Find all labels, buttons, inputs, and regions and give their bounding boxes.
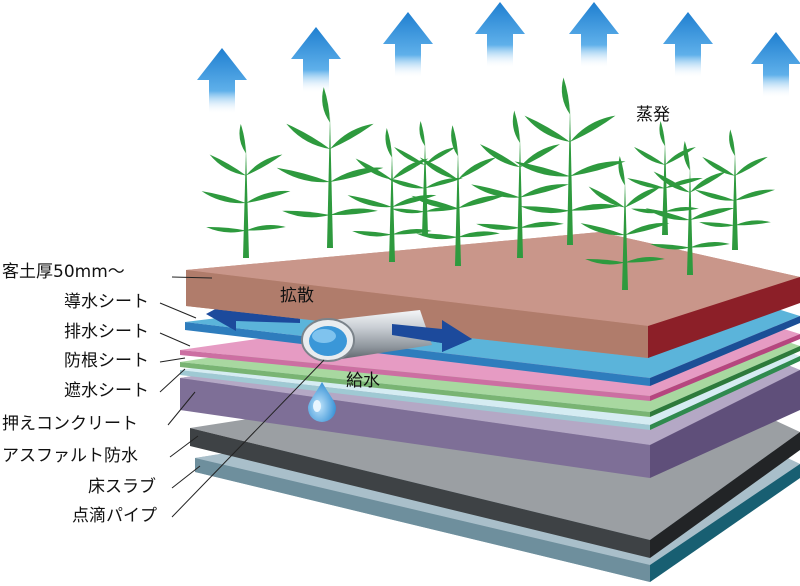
plant-leaf (570, 203, 620, 211)
layer-label-water-guide-sheet: 導水シート (64, 292, 149, 312)
plant-leaf (735, 189, 775, 201)
plant-leaf (625, 222, 670, 235)
plant-leaf (524, 115, 570, 142)
layer-label-drainage-sheet: 排水シート (64, 322, 149, 342)
plant-leaf (514, 161, 570, 177)
plant-leaf (699, 222, 735, 228)
plant-leaf (729, 129, 735, 156)
plant-leaf (355, 158, 392, 180)
plant-leaf (520, 206, 570, 214)
plant-leaf (618, 155, 625, 186)
plant-leaf (683, 140, 690, 171)
evaporation-arrow-icon (569, 2, 619, 68)
plant-leaf (392, 229, 432, 235)
plant-leaf (330, 208, 378, 216)
plant-leaf (419, 121, 425, 147)
layer-label-waterproof-sheet: 遮水シート (64, 381, 149, 401)
evaporation-arrow-icon (475, 2, 525, 68)
plant-leaf (352, 230, 392, 237)
plant-leaf (391, 208, 425, 214)
layer-label-asphalt-waterproofing: アスファルト防水 (2, 446, 138, 466)
drip-pipe (301, 310, 432, 362)
plant-leaf (588, 186, 625, 208)
water-supply-label: 給水 (346, 371, 380, 391)
plant-leaf (512, 110, 520, 144)
evaporation-arrow-icon (291, 27, 341, 93)
plant-leaf (209, 154, 246, 176)
plant-leaf (580, 223, 625, 236)
layer-label-drip-pipe: 点滴パイプ (72, 506, 157, 526)
plant-leaf (520, 221, 564, 228)
layer-label-protective-concrete: 押えコンクリート (2, 414, 138, 434)
plant-leaf (735, 156, 768, 176)
plant-leaf (330, 123, 374, 149)
plant-leaf (458, 195, 505, 209)
plant-leaf (695, 189, 735, 201)
plant-leaf (246, 190, 291, 203)
plant-leaf (585, 258, 625, 265)
plant-leaf (631, 208, 665, 214)
plant-leaf (471, 184, 520, 198)
plant-leaf (665, 177, 703, 189)
layer-label-floor-slab: 床スラブ (88, 477, 156, 497)
water-droplet-icon (308, 382, 336, 422)
plant-leaf (322, 87, 330, 123)
plant-leaf (735, 220, 771, 226)
plants (201, 77, 775, 290)
plant-leaf (458, 157, 497, 180)
plant-leaf (690, 171, 727, 193)
plant-leaf (570, 115, 616, 142)
plant-leaf (702, 156, 735, 176)
plant-leaf (458, 231, 500, 238)
diffusion-label: 拡散 (280, 286, 314, 306)
plant-leaf (286, 123, 330, 149)
plant-leaf (282, 210, 330, 218)
plant-leaf (634, 147, 665, 165)
leader-lines (159, 276, 325, 518)
plant-leaf (246, 225, 286, 231)
layer-label-root-barrier-sheet: 防根シート (64, 351, 149, 371)
plant-leaf (690, 242, 730, 248)
plant-leaf (479, 144, 520, 168)
evaporation-arrow-icon (197, 48, 247, 114)
evaporation-arrow-icon (751, 32, 800, 98)
plant-leaf (690, 207, 735, 220)
pipe-outflow-arrow (392, 320, 472, 352)
plant-leaf (625, 186, 662, 208)
plant-leaf (653, 171, 690, 193)
plant-leaf (665, 206, 699, 212)
plant-leaf (650, 243, 690, 250)
plant-leaf (520, 144, 561, 168)
plant-leaf (425, 147, 456, 165)
plant-leaf (206, 226, 246, 233)
plant-leaf (347, 195, 392, 208)
plant-leaf (665, 147, 696, 165)
plant-leaf (387, 178, 425, 189)
plant-leaf (201, 191, 246, 204)
plant-leaf (659, 121, 665, 147)
plant-leaf (239, 123, 246, 154)
plant-leaf (246, 154, 283, 176)
evaporation-arrow-icon (383, 12, 433, 78)
evaporation-arrow-icon (663, 12, 713, 78)
evaporation-arrows (197, 2, 800, 114)
plant-leaf (392, 158, 429, 180)
evaporation-label: 蒸発 (636, 105, 670, 125)
plant-leaf (561, 77, 570, 115)
plant-leaf (570, 161, 626, 177)
plant-leaf (520, 184, 569, 198)
plant-leaf (425, 206, 459, 212)
plant-leaf (627, 178, 665, 189)
plant-leaf (425, 177, 463, 189)
plant-leaf (476, 223, 520, 230)
plant-leaf (276, 167, 330, 183)
plant-leaf (411, 195, 458, 209)
plant-leaf (451, 125, 458, 157)
layer-label-soil: 客土厚50mm～ (2, 262, 125, 282)
plant-leaf (385, 127, 392, 158)
plant-leaf (394, 147, 425, 165)
plant-leaf (625, 257, 665, 263)
